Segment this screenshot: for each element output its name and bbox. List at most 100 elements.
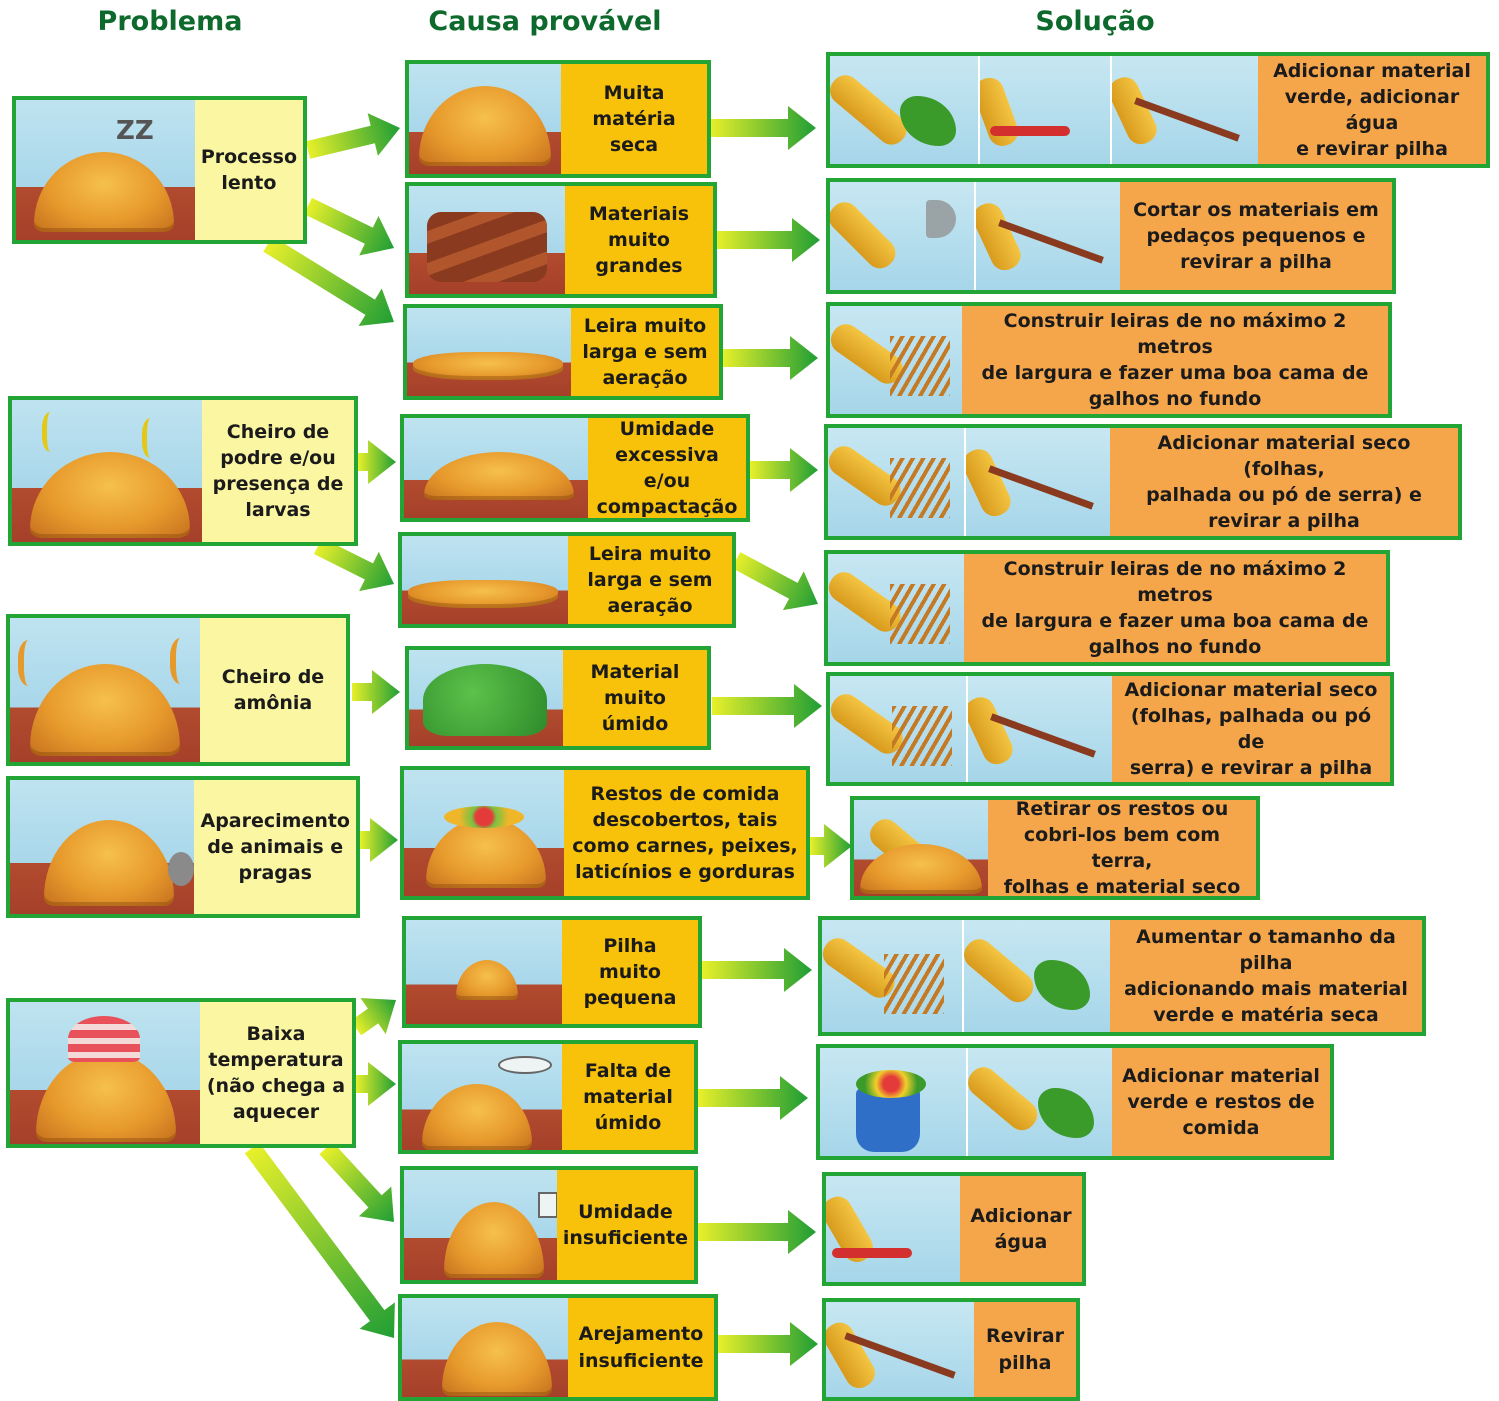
branches-icon: [828, 428, 964, 536]
flow-arrow: [702, 948, 812, 992]
flow-arrow: [352, 670, 400, 714]
flow-arrow: [718, 1322, 818, 1366]
leaf-bunch-icon: [1034, 960, 1090, 1010]
sleeping-heap-illustration: ZZ: [16, 100, 195, 240]
twig-bundle-icon: [892, 706, 952, 766]
logs-icon: [427, 212, 547, 282]
flow-arrow: [710, 106, 816, 150]
pitchfork-icon: [826, 1302, 974, 1397]
water-hose-icon: [826, 1176, 960, 1282]
green-material-icon: [966, 1048, 1112, 1156]
smelly-heap-illustration: [12, 400, 202, 542]
flow-arrow: [350, 998, 396, 1036]
leafy-heap-illustration: [409, 650, 563, 746]
flow-arrow: [716, 218, 820, 262]
flow-arrow: [305, 113, 401, 159]
hose-icon: [832, 1248, 912, 1258]
cold-heap-illustration: [10, 1002, 200, 1144]
flow-arrow: [358, 440, 396, 484]
flow-arrow: [263, 236, 395, 326]
flow-arrow: [810, 824, 852, 868]
mouse-icon: [168, 852, 194, 886]
smell-wave-icon: [18, 640, 44, 686]
food-heap-illustration: [404, 770, 564, 896]
smell-wave-icon: [170, 638, 196, 684]
leaf-bunch-icon: [1038, 1088, 1094, 1138]
solution-box-4: Adicionar material seco (folhas,palhada …: [824, 424, 1462, 540]
branches-icon: [830, 306, 962, 414]
twig-bundle-icon: [890, 584, 950, 644]
flat-row-illustration: [402, 536, 568, 624]
twig-bundle-icon: [890, 336, 950, 396]
leaf-bunch-icon: [900, 96, 956, 146]
hose-icon: [990, 126, 1070, 136]
empty-plate-icon: [498, 1056, 552, 1074]
zzz-icon: ZZ: [116, 116, 154, 146]
pitchfork-icon: [964, 428, 1110, 536]
smell-wave-icon: [42, 412, 63, 452]
flow-arrow: [712, 684, 822, 728]
axe-icon: [830, 182, 974, 290]
branches-icon: [830, 676, 966, 782]
covering-hand-icon: [854, 800, 988, 896]
solution-text: Adicionar material seco(folhas, palhada …: [1112, 676, 1390, 782]
smell-wave-icon: [142, 418, 163, 458]
pitchfork-icon: [974, 182, 1120, 290]
flow-arrow: [244, 1142, 395, 1338]
dry-heap-illustration: [409, 64, 561, 174]
twig-bundle-icon: [884, 954, 944, 1014]
wet-heap-illustration: [404, 418, 588, 518]
pitchfork-icon: [966, 676, 1112, 782]
header-solution: Solução: [1035, 6, 1155, 37]
small-heap-illustration: [406, 920, 562, 1024]
solution-text: Adicionar material seco (folhas,palhada …: [1110, 428, 1458, 536]
branches-icon: [822, 920, 962, 1032]
branches-icon: [828, 554, 964, 662]
empty-plate-heap-illustration: [402, 1044, 562, 1150]
axe-head-icon: [926, 200, 956, 238]
green-leaves-icon: [423, 664, 547, 736]
water-hose-icon: [978, 56, 1110, 164]
logs-illustration: [409, 186, 565, 294]
solution-box-6: Adicionar material seco(folhas, palhada …: [826, 672, 1394, 786]
pitchfork-icon: [1110, 56, 1258, 164]
flow-arrow: [304, 197, 394, 256]
winter-hat-icon: [68, 1016, 140, 1062]
flow-arrow: [319, 1141, 394, 1223]
